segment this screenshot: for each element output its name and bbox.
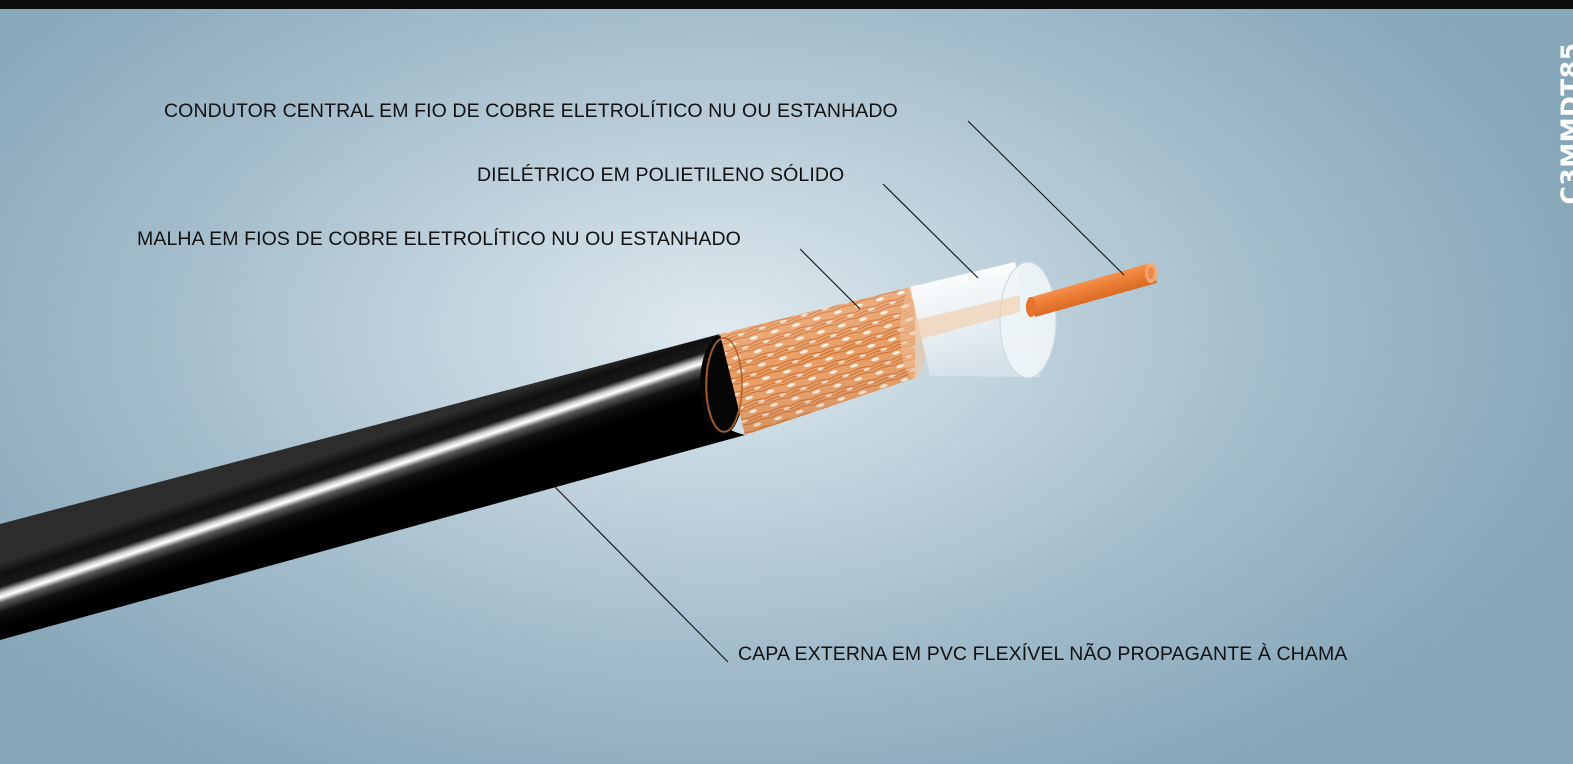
product-code-text: C3MMDT85 — [1555, 41, 1573, 205]
leader-line-conductor — [967, 120, 1125, 276]
dielectric — [910, 261, 1057, 379]
outer-jacket — [0, 334, 745, 640]
label-dielectric: DIELÉTRICO EM POLIETILENO SÓLIDO — [477, 164, 845, 186]
leader-line-dielectric — [882, 183, 979, 279]
label-jacket: CAPA EXTERNA EM PVC FLEXÍVEL NÃO PROPAGA… — [738, 643, 1348, 665]
label-conductor: CONDUTOR CENTRAL EM FIO DE COBRE ELETROL… — [164, 100, 898, 122]
central-conductor — [1026, 263, 1157, 317]
copper-braid — [705, 286, 928, 435]
top-bar — [0, 0, 1573, 9]
product-code: C3MMDT85 — [1550, 18, 1573, 228]
leader-line-braid — [799, 248, 861, 310]
leader-line-jacket — [552, 484, 729, 663]
label-braid: MALHA EM FIOS DE COBRE ELETROLÍTICO NU O… — [137, 228, 741, 250]
